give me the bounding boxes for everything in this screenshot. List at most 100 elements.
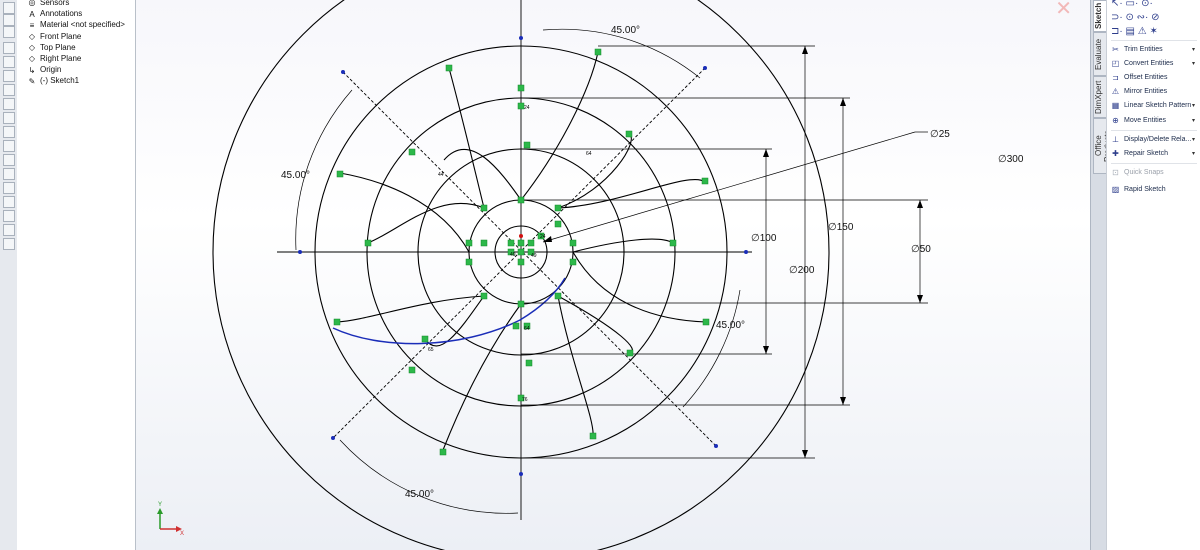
polygon-tool-icon[interactable]: ⊙·: [1141, 0, 1153, 9]
relation-marker[interactable]: [594, 48, 602, 56]
relation-marker[interactable]: [517, 300, 525, 308]
relation-marker[interactable]: [517, 102, 525, 110]
command-trim[interactable]: ✂Trim Entities▾: [1111, 44, 1197, 56]
diagonal-line-1[interactable]: [342, 71, 717, 447]
dim-angle-top[interactable]: 45.00°: [611, 25, 640, 36]
relation-marker[interactable]: [517, 196, 525, 204]
chevron-down-icon[interactable]: ▾: [1191, 137, 1195, 143]
left-strip-tool-icon[interactable]: [3, 210, 15, 222]
left-strip-tool-icon[interactable]: [3, 126, 15, 138]
fillet-tool-icon[interactable]: ⊐·: [1111, 26, 1123, 37]
sketch-tools-row-3[interactable]: ⊐· ▤ ⚠ ✶: [1111, 26, 1158, 37]
relation-marker[interactable]: [527, 248, 535, 256]
left-strip-tool-icon[interactable]: [3, 154, 15, 166]
relation-marker[interactable]: [523, 141, 531, 149]
relation-marker[interactable]: [702, 318, 710, 326]
ellipse-tool-icon[interactable]: ⊘: [1151, 12, 1160, 23]
left-strip-tool-icon[interactable]: [3, 140, 15, 152]
left-strip-tool-icon[interactable]: [3, 112, 15, 124]
tree-item[interactable]: ≡Material <not specified>: [27, 20, 125, 31]
point-tool-icon[interactable]: ✶: [1149, 26, 1158, 37]
command-convert[interactable]: ◰Convert Entities▾: [1111, 58, 1197, 70]
dim-d300[interactable]: ∅300: [998, 154, 1024, 165]
chevron-down-icon[interactable]: ▾: [1191, 151, 1195, 157]
dim-angle-left[interactable]: 45.00°: [281, 170, 310, 181]
sketch-tools-row-2[interactable]: ⊃· ⊙ ∾· ⊘: [1111, 12, 1160, 23]
tree-item[interactable]: ◇Right Plane: [27, 54, 81, 65]
command-repair[interactable]: ✚Repair Sketch▾: [1111, 148, 1197, 160]
relation-marker[interactable]: [554, 204, 562, 212]
left-strip-tool-icon[interactable]: [3, 168, 15, 180]
relation-marker[interactable]: [517, 258, 525, 266]
rectangle-tool-icon[interactable]: ▭·: [1125, 0, 1139, 9]
left-strip-tool-icon[interactable]: [3, 196, 15, 208]
relation-marker[interactable]: [554, 292, 562, 300]
left-strip-tool-icon[interactable]: [3, 224, 15, 236]
dim-d50[interactable]: ∅50: [911, 244, 931, 255]
relation-marker[interactable]: [589, 432, 597, 440]
relation-marker[interactable]: [669, 239, 677, 247]
relation-marker[interactable]: [408, 366, 416, 374]
tree-item[interactable]: ◇Top Plane: [27, 43, 76, 54]
relation-marker[interactable]: [569, 239, 577, 247]
relation-marker[interactable]: [517, 84, 525, 92]
left-strip-tool-icon[interactable]: [3, 2, 15, 14]
dim-d25[interactable]: ∅25: [930, 129, 950, 140]
tree-item[interactable]: ✎(-) Sketch1: [27, 76, 79, 87]
selected-arc[interactable]: [332, 277, 566, 345]
left-strip-tool-icon[interactable]: [3, 98, 15, 110]
close-sketch-icon[interactable]: ✕: [1055, 0, 1072, 20]
command-move[interactable]: ⊕Move Entities▾: [1111, 115, 1197, 127]
left-strip-tool-icon[interactable]: [3, 238, 15, 250]
relation-marker[interactable]: [408, 148, 416, 156]
relation-marker[interactable]: [525, 359, 533, 367]
relation-marker[interactable]: [517, 248, 525, 256]
dim-angle-bottom[interactable]: 45.00°: [405, 489, 434, 500]
command-relations[interactable]: ⊥Display/Delete Rela...▾: [1111, 134, 1197, 146]
dim-d150[interactable]: ∅150: [828, 222, 854, 233]
left-strip-tool-icon[interactable]: [3, 42, 15, 54]
relation-marker[interactable]: [523, 322, 531, 330]
relation-marker[interactable]: [554, 220, 562, 228]
left-strip-tool-icon[interactable]: [3, 26, 15, 38]
chevron-down-icon[interactable]: ▾: [1191, 47, 1195, 53]
dim-d100[interactable]: ∅100: [751, 233, 777, 244]
relation-marker[interactable]: [421, 335, 429, 343]
relation-marker[interactable]: [333, 318, 341, 326]
relation-marker[interactable]: [465, 239, 473, 247]
command-pattern[interactable]: ▦Linear Sketch Pattern▾: [1111, 100, 1197, 112]
relation-marker[interactable]: [439, 448, 447, 456]
relation-marker[interactable]: [480, 204, 488, 212]
left-strip-tool-icon[interactable]: [3, 14, 15, 26]
relation-marker[interactable]: [517, 239, 525, 247]
relation-marker[interactable]: [480, 239, 488, 247]
relation-marker[interactable]: [480, 292, 488, 300]
left-strip-tool-icon[interactable]: [3, 70, 15, 82]
tree-item[interactable]: ◇Front Plane: [27, 32, 81, 43]
relation-marker[interactable]: [537, 232, 545, 240]
relation-marker[interactable]: [701, 177, 709, 185]
relation-marker[interactable]: [507, 239, 515, 247]
command-snaps[interactable]: ⊡Quick Snaps: [1111, 167, 1197, 179]
left-strip-tool-icon[interactable]: [3, 56, 15, 68]
relation-marker[interactable]: [625, 130, 633, 138]
command-mirror[interactable]: ⚠Mirror Entities: [1111, 86, 1197, 98]
spline-tool-icon[interactable]: ∾·: [1136, 12, 1149, 23]
dim-d200[interactable]: ∅200: [789, 265, 815, 276]
relation-marker[interactable]: [336, 170, 344, 178]
sketch-tools-row-1[interactable]: ↖· ▭· ⊙·: [1111, 0, 1153, 9]
relation-marker[interactable]: [517, 394, 525, 402]
relation-marker[interactable]: [512, 322, 520, 330]
relation-marker[interactable]: [527, 239, 535, 247]
relation-marker[interactable]: [569, 258, 577, 266]
tree-item[interactable]: ◎Sensors: [27, 0, 70, 9]
chevron-down-icon[interactable]: ▾: [1191, 103, 1195, 109]
circle-d300[interactable]: [212, 0, 830, 550]
relation-marker[interactable]: [507, 248, 515, 256]
command-rapid-sketch[interactable]: ▨Rapid Sketch: [1111, 184, 1197, 196]
left-strip-tool-icon[interactable]: [3, 84, 15, 96]
circle-tool-icon[interactable]: ⊙: [1125, 12, 1134, 23]
